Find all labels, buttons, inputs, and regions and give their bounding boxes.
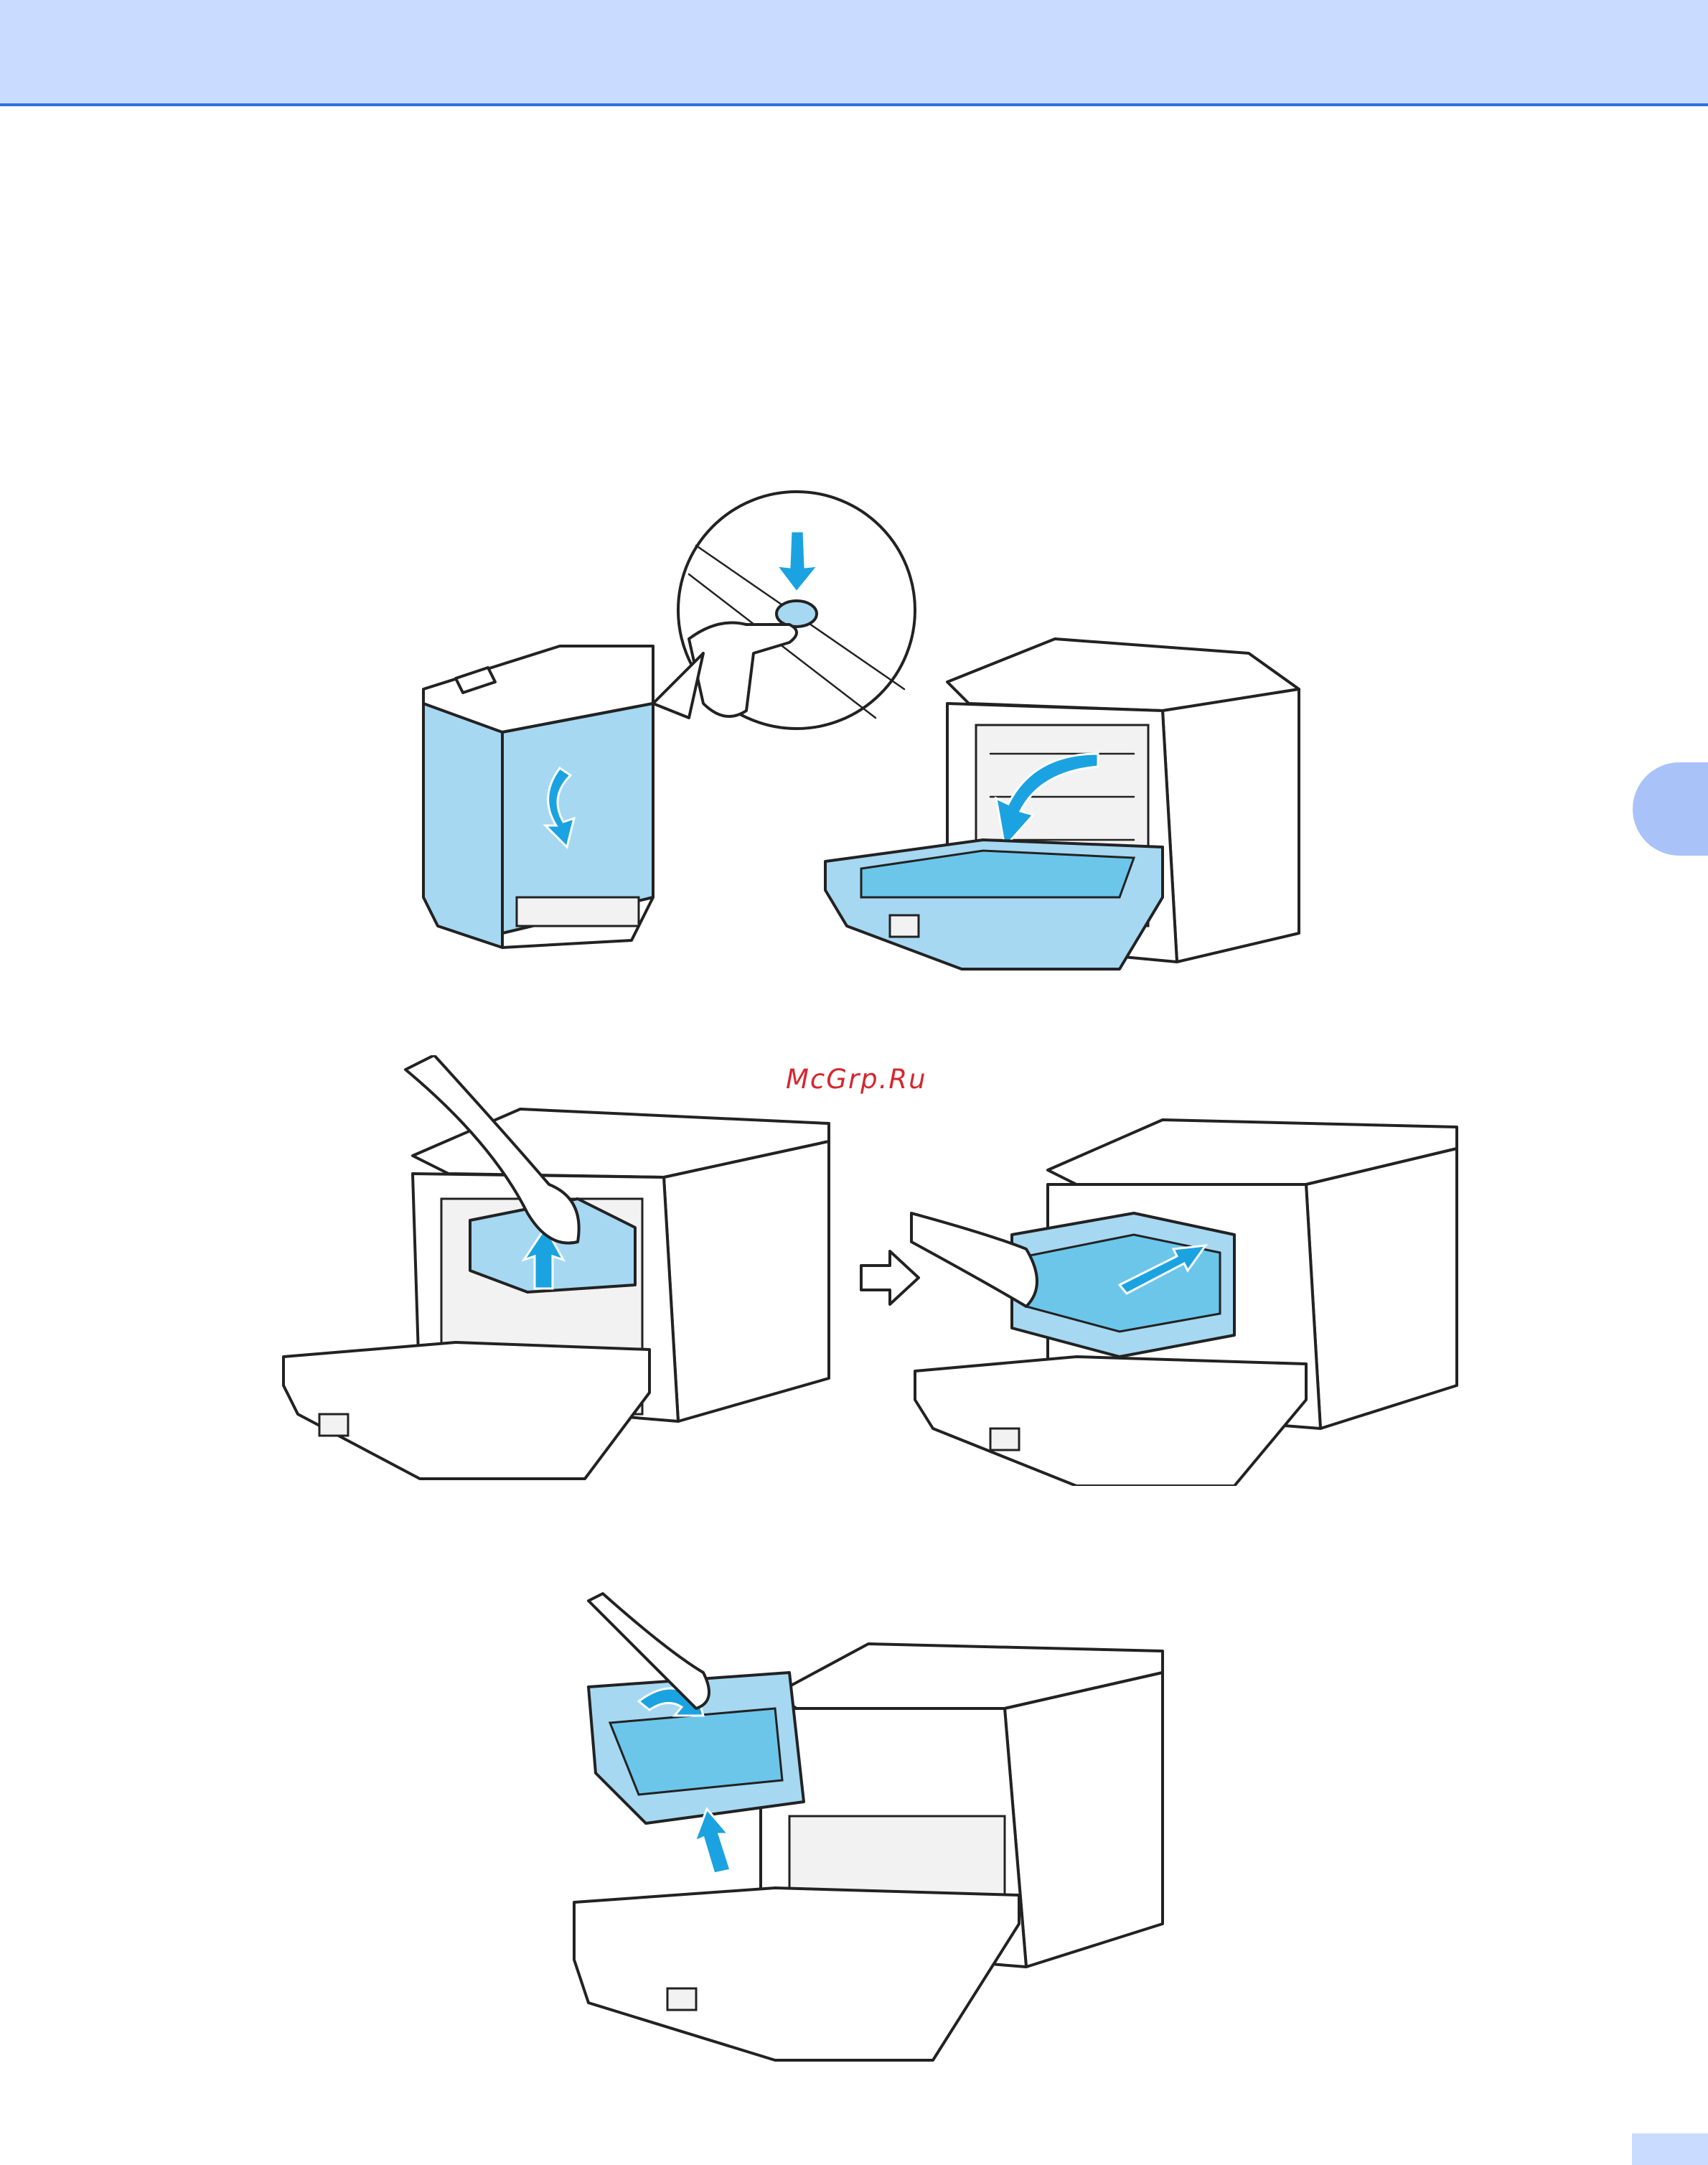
page-header-band xyxy=(0,0,1708,106)
up-arrow-icon xyxy=(695,1809,731,1874)
page-number-box xyxy=(1632,2133,1708,2165)
chapter-tab xyxy=(1633,762,1708,856)
printer-closed xyxy=(423,646,653,948)
illustration-pull-drum xyxy=(904,1070,1464,1486)
illustration-hold-handle xyxy=(276,1055,843,1486)
watermark-text: McGrp.Ru xyxy=(786,1064,972,1107)
illustration-cover-open xyxy=(818,632,1349,976)
illustration-lift-drum xyxy=(560,1586,1177,2067)
